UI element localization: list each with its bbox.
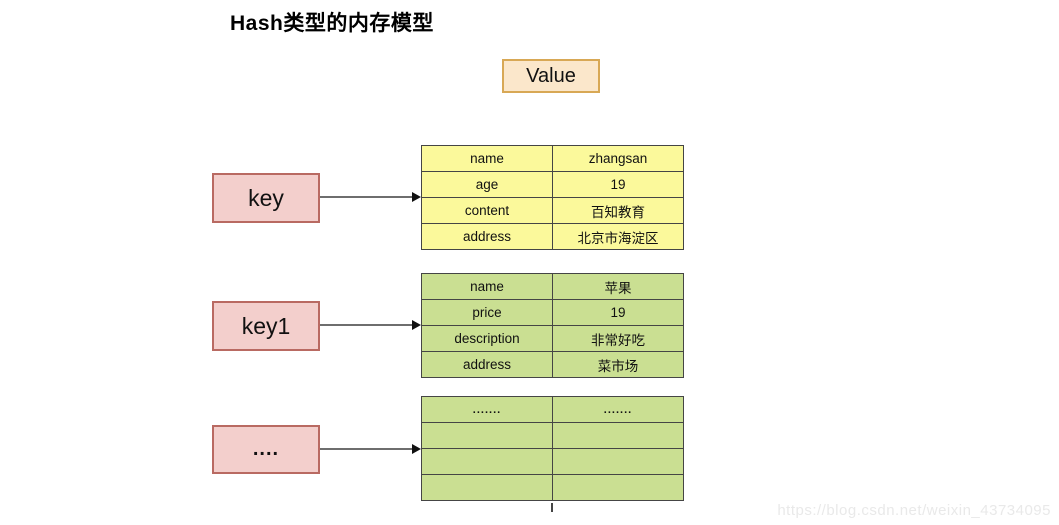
table-row: address 菜市场 <box>421 351 684 378</box>
field-cell: age <box>421 171 553 198</box>
field-cell <box>421 422 553 449</box>
field-cell: description <box>421 325 553 352</box>
value-cell: 北京市海淀区 <box>552 223 684 250</box>
field-cell: name <box>421 145 553 172</box>
key-box-label: key1 <box>241 312 291 339</box>
arrow-key-to-table1 <box>320 192 421 202</box>
value-cell: 百知教育 <box>552 197 684 224</box>
key-box-label: .... <box>252 438 280 460</box>
arrowhead-icon <box>412 192 421 202</box>
value-cell: 19 <box>552 299 684 326</box>
field-cell: content <box>421 197 553 224</box>
table-row <box>421 422 684 449</box>
hash-table-key1: name 苹果 price 19 description 非常好吃 addres… <box>421 273 684 378</box>
arrowhead-icon <box>412 444 421 454</box>
field-cell: address <box>421 351 553 378</box>
value-cell: 19 <box>552 171 684 198</box>
table-row: address 北京市海淀区 <box>421 223 684 250</box>
table-row: price 19 <box>421 299 684 326</box>
hash-table-ellipsis: ....... ....... <box>421 396 684 501</box>
field-cell: price <box>421 299 553 326</box>
diagram-title: Hash类型的内存模型 <box>230 12 434 35</box>
field-cell: address <box>421 223 553 250</box>
table-row <box>421 448 684 475</box>
key-box-label: key <box>248 184 284 211</box>
table-row: age 19 <box>421 171 684 198</box>
table-row: ....... ....... <box>421 396 684 423</box>
table-row: name zhangsan <box>421 145 684 172</box>
field-cell: name <box>421 273 553 300</box>
arrow-ellipsis-to-table3 <box>320 444 421 454</box>
table-row <box>421 474 684 501</box>
arrowhead-icon <box>412 320 421 330</box>
arrow-key1-to-table2 <box>320 320 421 330</box>
field-cell: ....... <box>421 396 553 423</box>
value-cell <box>552 448 684 475</box>
key-box-key: key <box>212 173 320 223</box>
value-cell <box>552 422 684 449</box>
watermark-url: https://blog.csdn.net/weixin_43734095 <box>777 502 1051 519</box>
hash-table-key: name zhangsan age 19 content 百知教育 addres… <box>421 145 684 250</box>
table-row: description 非常好吃 <box>421 325 684 352</box>
key-box-key1: key1 <box>212 301 320 351</box>
value-cell: 非常好吃 <box>552 325 684 352</box>
value-cell: 菜市场 <box>552 351 684 378</box>
table3-column-divider-tick <box>551 503 553 512</box>
value-column-label: Value <box>502 59 600 93</box>
field-cell <box>421 474 553 501</box>
table-row: content 百知教育 <box>421 197 684 224</box>
value-label-text: Value <box>526 64 576 87</box>
value-cell: 苹果 <box>552 273 684 300</box>
value-cell: ....... <box>552 396 684 423</box>
value-cell <box>552 474 684 501</box>
table-row: name 苹果 <box>421 273 684 300</box>
field-cell <box>421 448 553 475</box>
value-cell: zhangsan <box>552 145 684 172</box>
key-box-ellipsis: .... <box>212 425 320 474</box>
